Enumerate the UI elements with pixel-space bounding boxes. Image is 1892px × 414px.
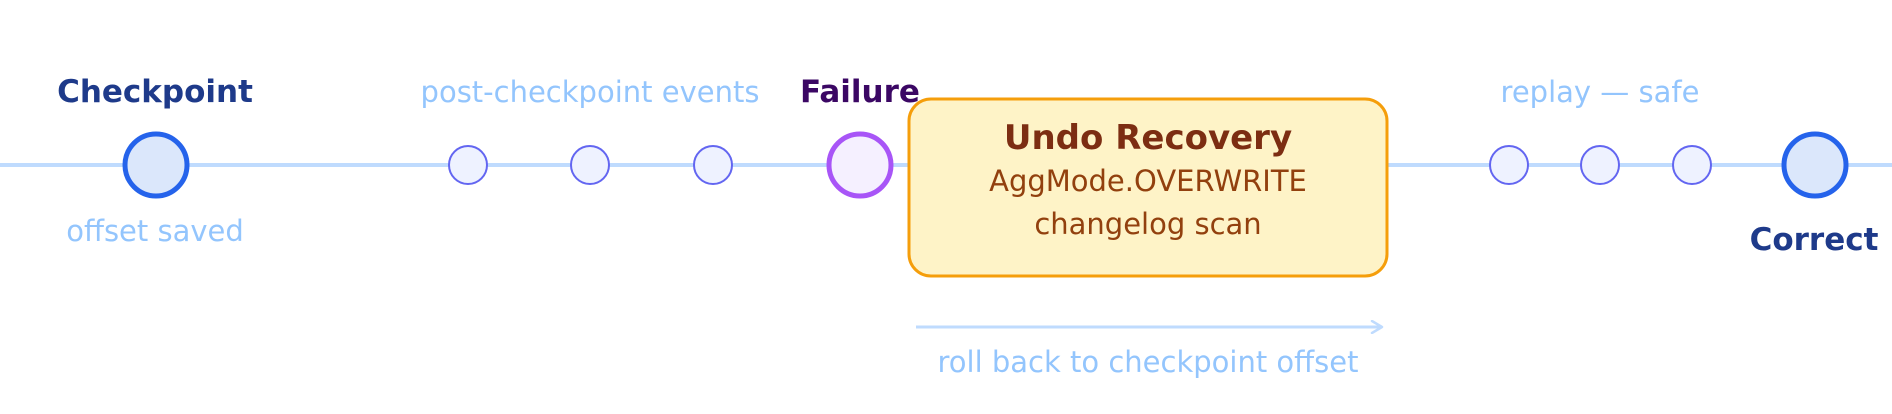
- replay-caption: replay — safe: [1501, 75, 1700, 109]
- replay-event-node: [1489, 145, 1529, 185]
- event-node: [570, 145, 610, 185]
- failure-node: [826, 131, 894, 199]
- undo-recovery-method: changelog scan: [1034, 207, 1261, 241]
- event-node: [693, 145, 733, 185]
- undo-recovery-title: Undo Recovery: [1004, 118, 1292, 158]
- correct-title: Correct: [1750, 222, 1879, 258]
- replay-event-node: [1580, 145, 1620, 185]
- correct-node: [1781, 131, 1849, 199]
- checkpoint-caption: offset saved: [66, 214, 244, 248]
- rollback-caption: roll back to checkpoint offset: [938, 345, 1359, 379]
- checkpoint-node: [122, 131, 190, 199]
- undo-recovery-mode: AggMode.OVERWRITE: [989, 164, 1307, 198]
- undo-recovery-box: [907, 97, 1389, 278]
- replay-event-node: [1672, 145, 1712, 185]
- checkpoint-title: Checkpoint: [57, 74, 253, 110]
- post-checkpoint-events-caption: post-checkpoint events: [421, 75, 760, 109]
- event-node: [448, 145, 488, 185]
- failure-title: Failure: [800, 74, 920, 110]
